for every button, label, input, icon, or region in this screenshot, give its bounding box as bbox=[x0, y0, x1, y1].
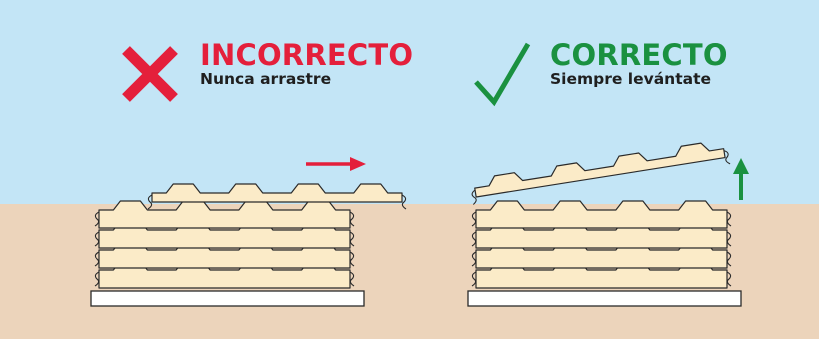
panel-stack bbox=[467, 200, 742, 307]
panel-joint-right bbox=[726, 251, 732, 267]
panel-joint-left bbox=[94, 271, 100, 287]
arrow-right-icon bbox=[306, 157, 366, 171]
panel-joint-right bbox=[349, 251, 355, 267]
correct-scene bbox=[467, 142, 749, 307]
pallet-base bbox=[467, 290, 742, 307]
panel-joint-left bbox=[471, 271, 477, 287]
incorrect-title: INCORRECTO bbox=[200, 38, 414, 72]
sky-background bbox=[0, 0, 819, 204]
panel-joint-left bbox=[94, 231, 100, 247]
cross-icon bbox=[122, 46, 178, 102]
panel-joint-left bbox=[147, 194, 153, 210]
panel-joint-left bbox=[471, 189, 477, 205]
panel-joint-right bbox=[349, 211, 355, 227]
check-icon bbox=[474, 42, 531, 107]
pallet-base bbox=[90, 290, 365, 307]
panel-joint-left bbox=[471, 231, 477, 247]
panel-joint-right bbox=[726, 271, 732, 287]
panel-joint-left bbox=[471, 251, 477, 267]
correct-panel: CORRECTO Siempre levántate bbox=[410, 0, 819, 339]
panel-joint-right bbox=[349, 271, 355, 287]
correct-title: CORRECTO bbox=[550, 38, 728, 72]
lifted-panel bbox=[471, 142, 731, 205]
incorrect-scene bbox=[90, 157, 407, 307]
dragged-panel bbox=[147, 183, 407, 210]
panel-joint-right bbox=[726, 231, 732, 247]
panel-joint-left bbox=[471, 211, 477, 227]
panel-joint-right bbox=[401, 194, 407, 210]
top-panel bbox=[151, 183, 403, 203]
incorrect-panel: INCORRECTO Nunca arrastre bbox=[90, 38, 414, 307]
panel-joint-right bbox=[723, 150, 731, 165]
stacked-panel bbox=[475, 200, 728, 229]
correct-subtitle: Siempre levántate bbox=[550, 70, 712, 88]
panel-joint-left bbox=[94, 211, 100, 227]
panel-joint-right bbox=[349, 231, 355, 247]
panel-joint-left bbox=[94, 251, 100, 267]
tilted-panel-group bbox=[471, 142, 731, 205]
top-panel bbox=[474, 142, 726, 198]
panel-joint-right bbox=[726, 211, 732, 227]
arrow-up-icon bbox=[733, 158, 749, 200]
incorrect-subtitle: Nunca arrastre bbox=[200, 70, 332, 88]
panel-stack bbox=[90, 200, 365, 307]
stacked-panel bbox=[98, 200, 351, 229]
